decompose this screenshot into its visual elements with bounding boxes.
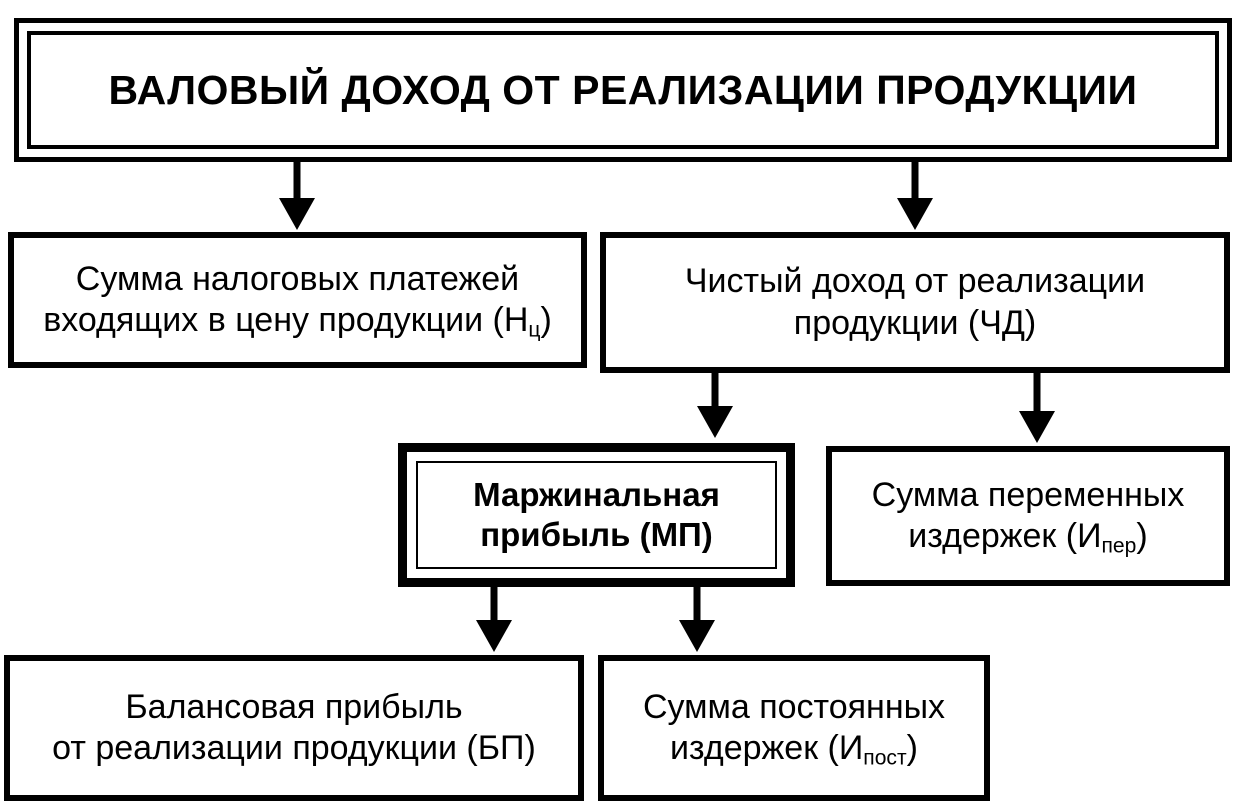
fixed-costs-box: Сумма постоянных издержек (Ипост) bbox=[598, 655, 990, 801]
balance-profit-line1: Балансовая прибыль bbox=[125, 687, 463, 726]
arrow-margin-to-balance-profit bbox=[476, 585, 512, 652]
arrow-net-income-to-variable-costs bbox=[1019, 371, 1055, 443]
tax-payments-line2: входящих в цену продукции (Нц) bbox=[43, 301, 552, 342]
title-box: ВАЛОВЫЙ ДОХОД ОТ РЕАЛИЗАЦИИ ПРОДУКЦИИ bbox=[14, 18, 1232, 162]
arrow-title-to-tax bbox=[279, 160, 315, 230]
variable-costs-line2: издержек (Ипер) bbox=[908, 517, 1148, 558]
marginal-profit-box: Маржинальная прибыль (МП) bbox=[398, 443, 795, 587]
marginal-profit-line2: прибыль (МП) bbox=[480, 516, 713, 553]
variable-costs-box: Сумма переменных издержек (Ипер) bbox=[826, 446, 1230, 586]
variable-costs-line1: Сумма переменных bbox=[871, 475, 1185, 514]
net-income-line1: Чистый доход от реализации bbox=[684, 262, 1146, 301]
net-income-box: Чистый доход от реализации продукции (ЧД… bbox=[600, 232, 1230, 373]
diagram-title: ВАЛОВЫЙ ДОХОД ОТ РЕАЛИЗАЦИИ ПРОДУКЦИИ bbox=[108, 66, 1138, 113]
arrow-margin-to-fixed-costs bbox=[679, 585, 715, 652]
fixed-costs-line1: Сумма постоянных bbox=[642, 687, 946, 726]
tax-payments-box: Сумма налоговых платежей входящих в цену… bbox=[8, 232, 587, 368]
balance-profit-line2: от реализации продукции (БП) bbox=[52, 729, 536, 767]
fixed-costs-line2: издержек (Ипост) bbox=[670, 729, 918, 770]
net-income-line2: продукции (ЧД) bbox=[793, 303, 1037, 342]
tax-payments-line1: Сумма налоговых платежей bbox=[75, 259, 520, 298]
marginal-profit-line1: Маржинальная bbox=[473, 475, 720, 513]
balance-profit-box: Балансовая прибыль от реализации продукц… bbox=[4, 655, 584, 801]
arrow-net-income-to-margin bbox=[697, 371, 733, 438]
arrow-title-to-net-income bbox=[897, 160, 933, 230]
